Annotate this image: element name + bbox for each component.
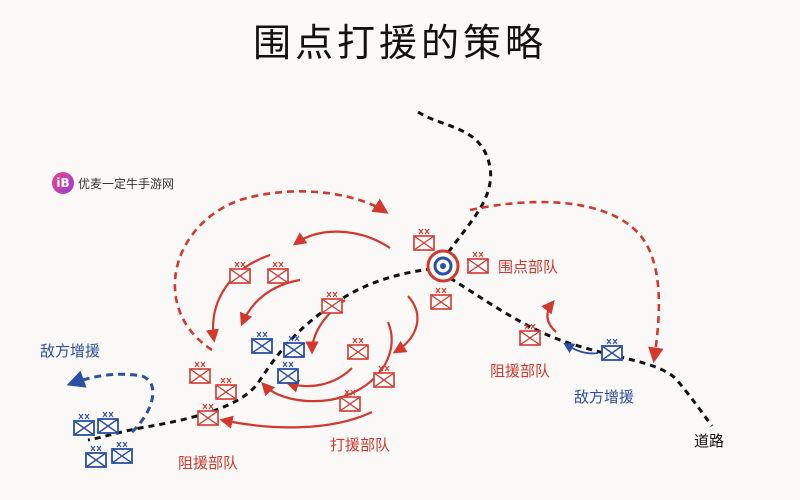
enemy-arrow-left: [66, 370, 155, 434]
arrow-2: [205, 253, 271, 343]
label-strike: 打援部队: [330, 436, 390, 454]
unit-icon: [251, 331, 273, 354]
arrow-block-right: [541, 299, 557, 333]
arrow-7: [219, 411, 373, 429]
unit-icon: [430, 287, 452, 310]
unit-icon: [85, 445, 107, 468]
label-enemy-right: 敌方增援: [574, 388, 634, 406]
arrow-4: [261, 321, 393, 403]
label-enemy-left: 敌方增援: [40, 342, 100, 360]
unit-icon: [321, 291, 343, 314]
unit-icon: [413, 228, 435, 251]
label-encircle: 围点部队: [498, 258, 558, 276]
arrow-5: [392, 295, 419, 354]
road-main: [87, 266, 444, 442]
unit-icon: [189, 361, 211, 384]
arrow-1: [292, 230, 391, 249]
enemy-arrow-right: [563, 342, 599, 355]
unit-icon: [267, 261, 289, 284]
unit-icon: [111, 441, 133, 464]
unit-icon: [277, 361, 299, 384]
enemy-arrows: [66, 342, 599, 434]
unit-icon: [97, 411, 119, 434]
flank-arrow-right: [469, 200, 664, 364]
flank-arrows: [173, 190, 664, 364]
watermark-logo: iB: [52, 172, 74, 194]
unit-icon: [467, 251, 489, 274]
target-icon: [426, 249, 460, 283]
label-block-bottom: 阻援部队: [178, 454, 238, 472]
unit-icon: [283, 335, 305, 358]
unit-icon: [347, 337, 369, 360]
arrow-8: [285, 367, 353, 393]
page-title: 围点打援的策略: [252, 21, 547, 65]
unit-icon: [601, 338, 623, 361]
label-road: 道路: [694, 432, 724, 450]
flank-arrow-top: [173, 190, 389, 352]
unit-icon: [215, 377, 237, 400]
label-block-right: 阻援部队: [490, 362, 550, 380]
road-north: [417, 110, 493, 263]
roads: [87, 110, 714, 442]
watermark-text: 优麦一定牛手游网: [78, 176, 175, 191]
watermark: iB 优麦一定牛手游网: [52, 172, 174, 194]
unit-icon: [73, 413, 95, 436]
unit-icon: [373, 365, 395, 388]
arrow-3: [239, 278, 301, 327]
unit-icon: [197, 403, 219, 426]
road-southeast: [449, 276, 714, 427]
